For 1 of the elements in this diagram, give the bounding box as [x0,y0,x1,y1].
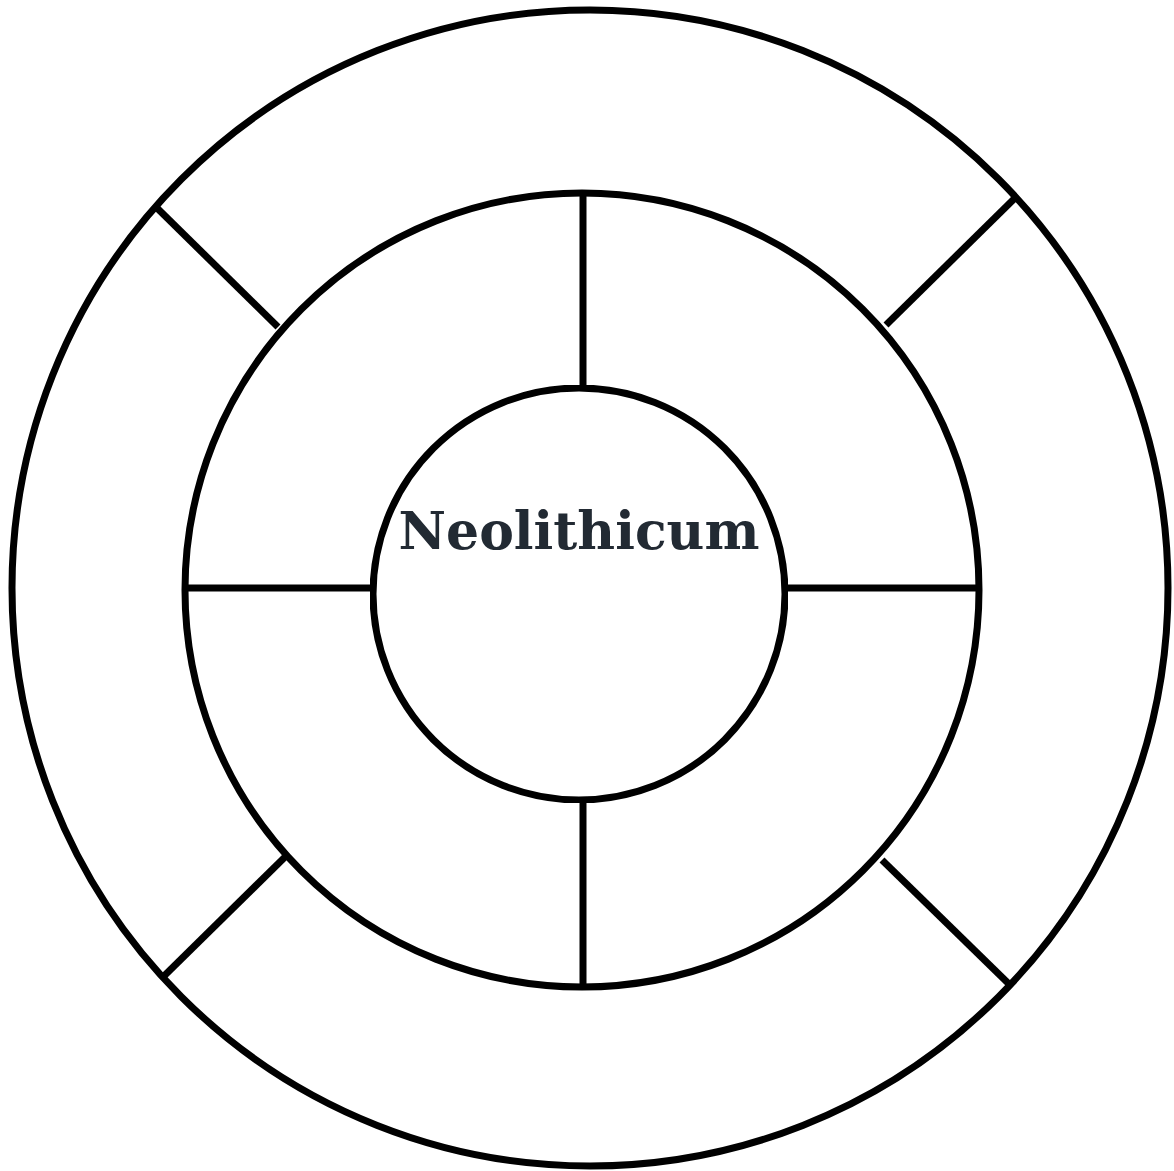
node-text: Neolithicum [397,500,761,561]
